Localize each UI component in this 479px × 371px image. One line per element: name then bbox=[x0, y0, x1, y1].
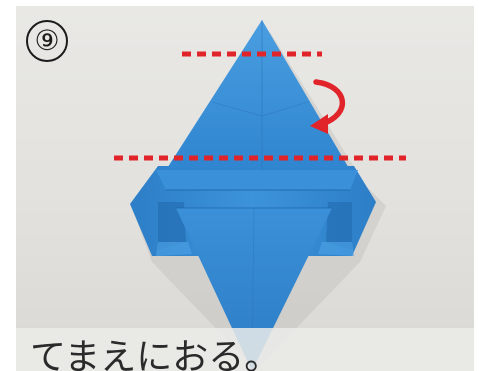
paper-band bbox=[156, 170, 358, 190]
circled-number-icon: ⑨ bbox=[34, 24, 60, 57]
step-number-badge: ⑨ bbox=[26, 20, 68, 62]
origami-illustration bbox=[114, 20, 406, 371]
origami-photo: ⑨ てまえにおる。 bbox=[16, 6, 474, 371]
instruction-caption: てまえにおる。 bbox=[30, 337, 281, 371]
caption-band bbox=[16, 328, 474, 371]
curved-fold-arrow-icon bbox=[310, 79, 345, 134]
paper-bottom-point bbox=[176, 208, 332, 371]
paper-top-triangle bbox=[166, 20, 350, 170]
right-flap-fold bbox=[326, 202, 352, 250]
